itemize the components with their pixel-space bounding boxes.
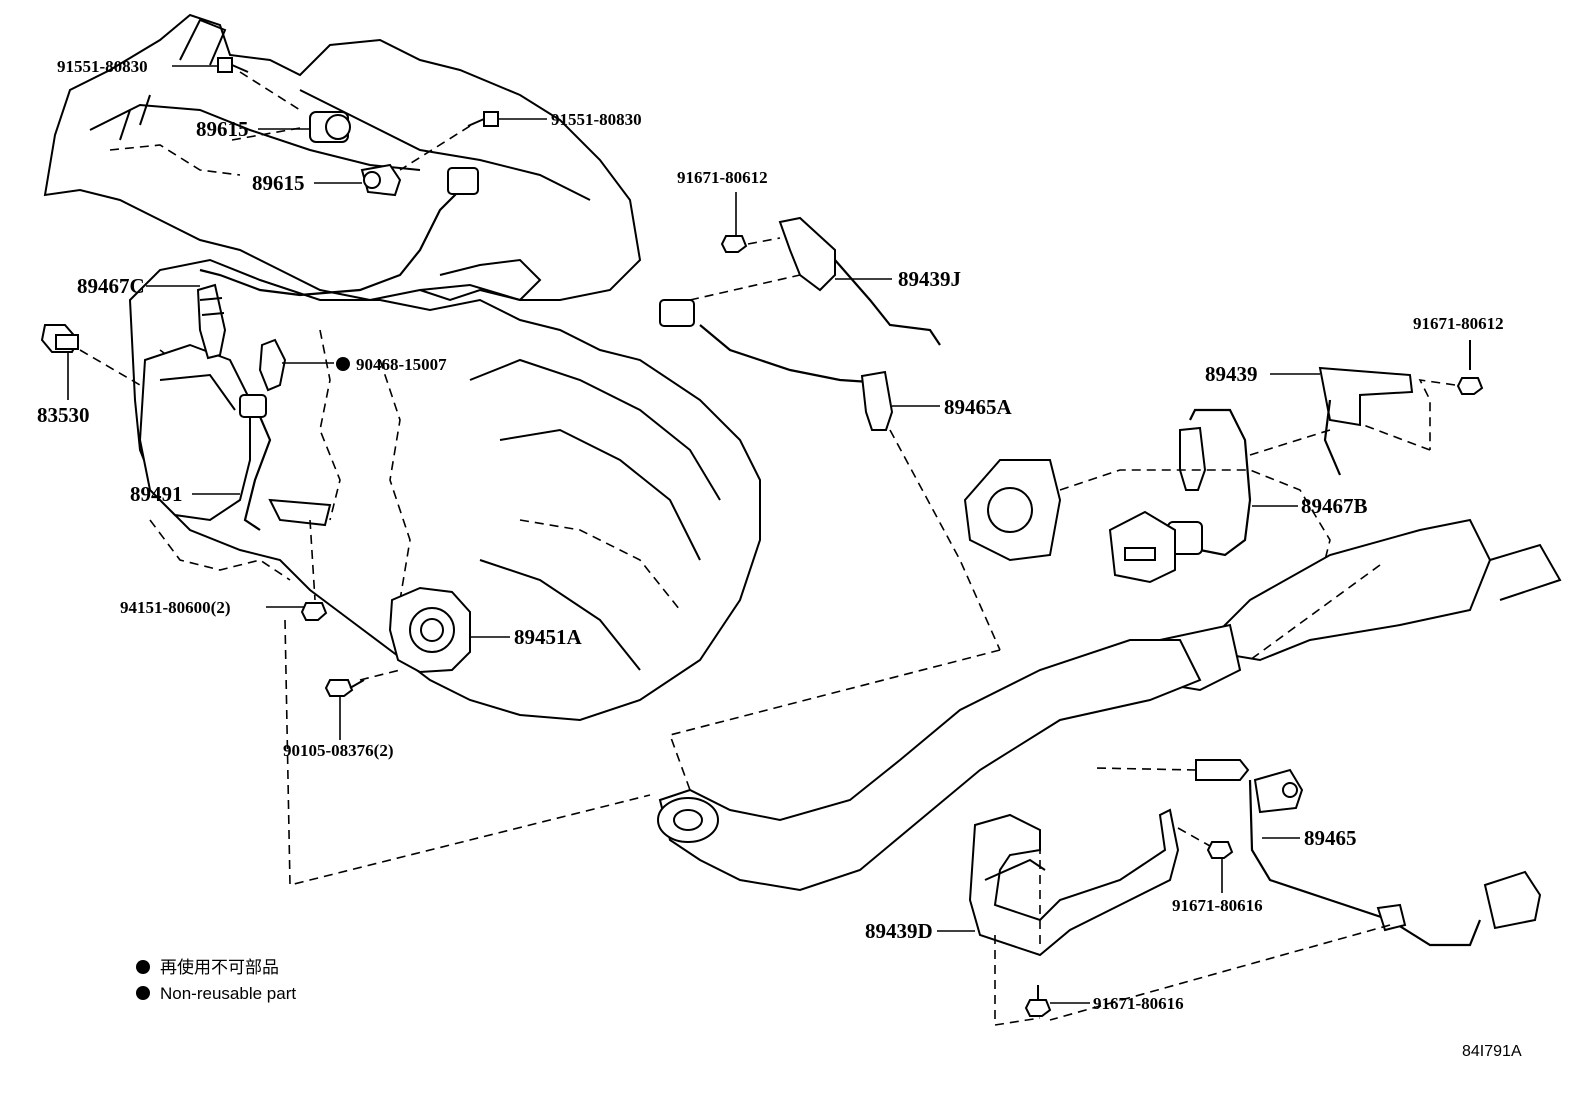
oxygen-sensor-89465 xyxy=(1195,759,1542,947)
bolt-91671-80612-a xyxy=(720,235,748,253)
callout-89467B: 89467B xyxy=(1301,494,1368,518)
throttle-body-89451A xyxy=(388,586,471,674)
leader-lines xyxy=(67,65,1320,1004)
knock-sensor-lower xyxy=(360,163,402,197)
exhaust-manifold-right xyxy=(963,459,1331,584)
legend-marker-icon xyxy=(136,986,150,1000)
nut-94151-80600 xyxy=(300,602,328,621)
bracket-89439D xyxy=(968,808,1180,957)
oxygen-sensor-89465A xyxy=(659,299,894,431)
knock-sensor-upper xyxy=(309,111,351,143)
bolt-91671-80616-b xyxy=(1024,985,1052,1017)
legend: 再使用不可部品 Non-reusable part xyxy=(136,957,296,1003)
callout-89467C: 89467C xyxy=(77,274,145,298)
bracket-89439 xyxy=(1318,366,1414,476)
air-fuel-ratio-sensor-89467B xyxy=(1167,408,1252,557)
callout-89615-a: 89615 xyxy=(196,117,249,141)
callout-94151-80600: 94151-80600(2) xyxy=(120,598,230,617)
legend-line-en: Non-reusable part xyxy=(160,984,296,1003)
callout-83530: 83530 xyxy=(37,403,90,427)
engine-assembly-drawing xyxy=(43,13,761,722)
callout-89439J: 89439J xyxy=(898,267,961,291)
bracket-89439J xyxy=(778,216,941,346)
callout-91671-80612-a: 91671-80612 xyxy=(677,168,768,187)
bolt-91551-80830-a xyxy=(217,57,249,73)
callout-90105-08376: 90105-08376(2) xyxy=(283,741,393,760)
callout-89439D: 89439D xyxy=(865,919,933,943)
callout-89451A: 89451A xyxy=(514,625,583,649)
oil-pressure-switch-83530 xyxy=(40,324,80,353)
callout-91671-80616-a: 91671-80616 xyxy=(1172,896,1263,915)
legend-line-ja: 再使用不可部品 xyxy=(160,957,279,977)
callout-91551-80830-a: 91551-80830 xyxy=(57,57,148,76)
callout-89439: 89439 xyxy=(1205,362,1258,386)
wire-clamp-90468-15007 xyxy=(258,338,287,392)
callout-89491: 89491 xyxy=(130,482,183,506)
exhaust-pipe xyxy=(657,518,1562,892)
cam-position-sensor-89491 xyxy=(239,394,332,531)
callout-91671-80616-b: 91671-80616 xyxy=(1093,994,1184,1013)
bolt-90105-08376 xyxy=(324,679,365,697)
bolt-91671-80616-a xyxy=(1206,841,1234,859)
legend-marker-icon xyxy=(136,960,150,974)
bolt-91671-80612-b xyxy=(1456,340,1484,395)
non-reusable-marker-icon xyxy=(336,357,350,371)
callout-91551-80830-b: 91551-80830 xyxy=(551,110,642,129)
callout-89465: 89465 xyxy=(1304,826,1357,850)
callout-89465A: 89465A xyxy=(944,395,1013,419)
callout-89615-b: 89615 xyxy=(252,171,305,195)
callout-90468-15007: 90468-15007 xyxy=(356,355,447,374)
air-fuel-ratio-sensor-89467C xyxy=(196,167,479,360)
illustration-id: 84I791A xyxy=(1462,1043,1522,1060)
callout-91671-80612-b: 91671-80612 xyxy=(1413,314,1504,333)
